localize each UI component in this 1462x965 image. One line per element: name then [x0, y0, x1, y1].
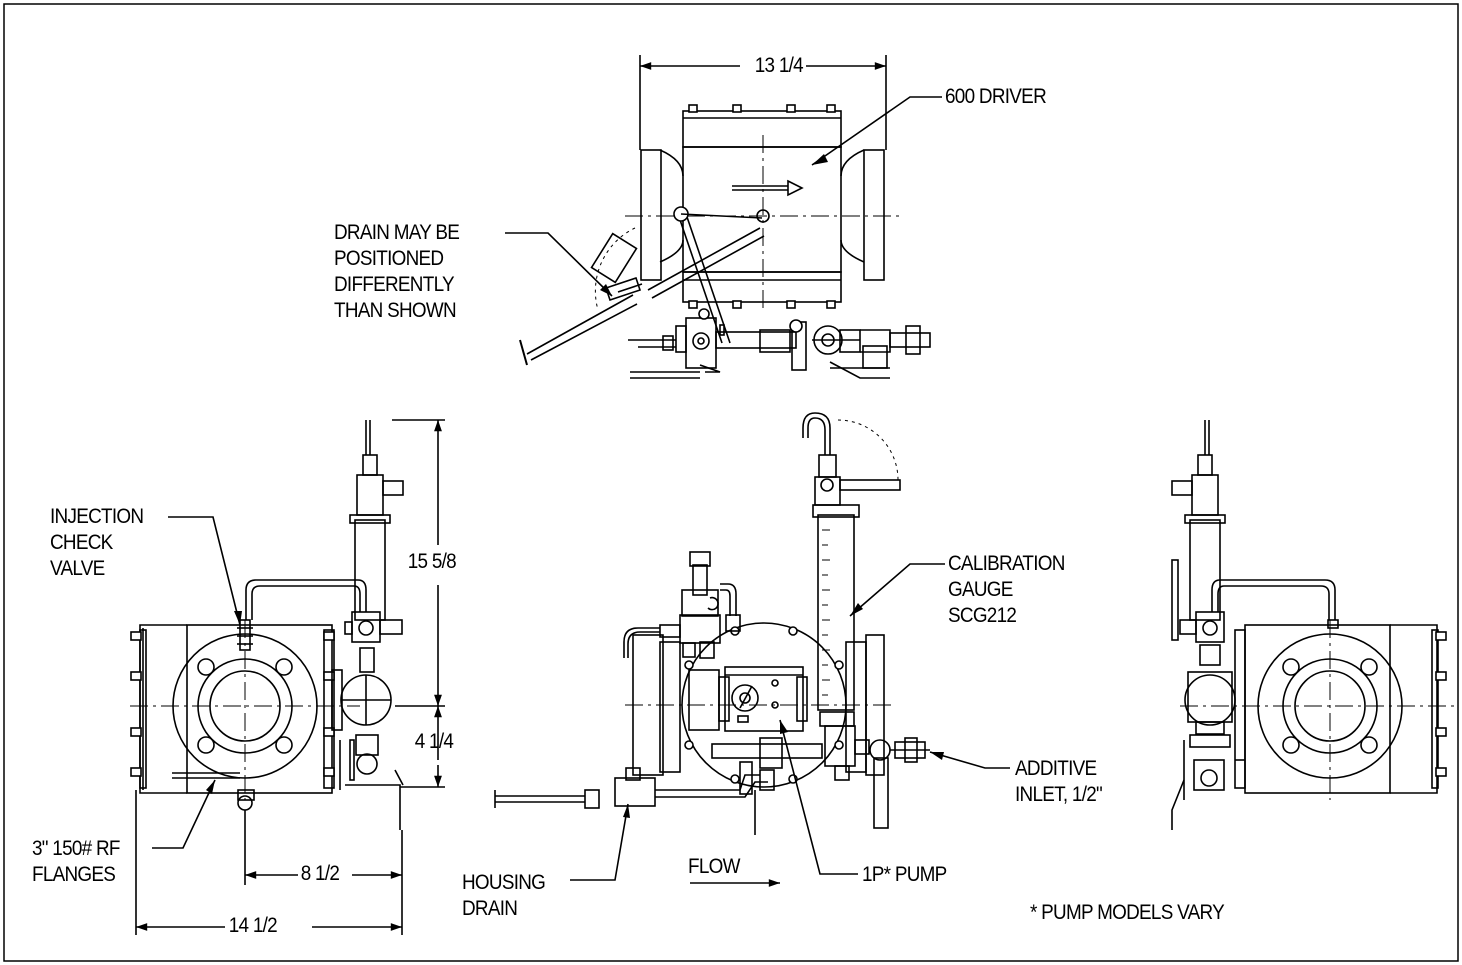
top-leaders: [505, 96, 942, 297]
left-side-view: [130, 420, 404, 830]
callout-check-valve-line: CHECK: [50, 531, 113, 554]
callout-drain-note-line: DRAIN MAY BE: [334, 221, 460, 244]
dimension-top-width: 13 1/4: [752, 54, 806, 78]
front-view: [494, 412, 930, 835]
callout-additive-line: ADDITIVE: [1015, 757, 1097, 780]
callout-flanges-line: FLANGES: [32, 863, 116, 886]
callout-flanges-line: 3" 150# RF: [32, 837, 120, 860]
front-leaders: [570, 563, 1010, 887]
callout-flanges: 3" 150# RF FLANGES: [32, 836, 120, 888]
callout-drain-note-line: POSITIONED: [334, 247, 444, 270]
callout-additive-inlet: ADDITIVE INLET, 1/2": [1015, 756, 1103, 808]
callout-calibration-line: CALIBRATION: [948, 552, 1065, 575]
dimension-overall-width: 14 1/2: [226, 914, 280, 938]
top-view: [519, 55, 931, 379]
callout-drain-note: DRAIN MAY BE POSITIONED DIFFERENTLY THAN…: [334, 220, 460, 324]
callout-check-valve-line: VALVE: [50, 557, 105, 580]
callout-housing-drain: HOUSING DRAIN: [462, 870, 546, 922]
footnote-pump-models: * PUMP MODELS VARY: [1030, 901, 1225, 924]
callout-calibration-gauge: CALIBRATION GAUGE SCG212: [948, 551, 1065, 629]
callout-calibration-line: GAUGE: [948, 578, 1013, 601]
sheet-border: [3, 3, 1459, 962]
callout-pump: 1P* PUMP: [862, 863, 947, 886]
callout-calibration-line: SCG212: [948, 604, 1017, 627]
flow-label: FLOW: [688, 855, 740, 878]
dimension-side-height: 15 5/8: [407, 550, 457, 573]
callout-housing-drain-line: DRAIN: [462, 897, 518, 920]
dimension-bottom-offset: 4 1/4: [414, 730, 454, 753]
callout-additive-line: INLET, 1/2": [1015, 783, 1103, 806]
callout-driver: 600 DRIVER: [945, 85, 1047, 108]
dimension-half-width: 8 1/2: [298, 862, 342, 886]
callout-check-valve: INJECTION CHECK VALVE: [50, 504, 144, 582]
right-side-view: [1171, 420, 1455, 830]
callout-drain-note-line: DIFFERENTLY: [334, 273, 455, 296]
callout-check-valve-line: INJECTION: [50, 505, 144, 528]
callout-drain-note-line: THAN SHOWN: [334, 299, 457, 322]
left-dims: [135, 419, 445, 935]
callout-housing-drain-line: HOUSING: [462, 871, 546, 894]
